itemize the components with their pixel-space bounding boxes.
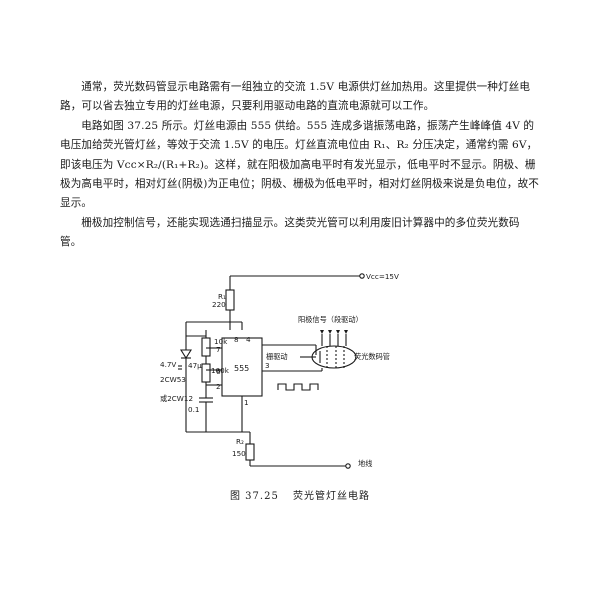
- anode-signal-label: 阳极信号（段驱动）: [298, 315, 363, 324]
- cap-01-label: 0.1: [188, 405, 199, 414]
- r1-name: R₁: [218, 292, 226, 301]
- pin-4: 4: [246, 335, 251, 344]
- body-text: 通常，荧光数码管显示电路需有一组独立的交流 1.5V 电源供灯丝加热用。这里提供…: [60, 78, 540, 253]
- res-10k-label: 10k: [214, 337, 228, 346]
- paragraph-3: 栅极加控制信号，还能实现选通扫描显示。这类荧光管可以利用废旧计算器中的多位荧光数…: [60, 216, 520, 249]
- pin-3: 3: [265, 361, 270, 370]
- caption-number: 图 37.25: [230, 491, 279, 502]
- zener-voltage-label: 4.7V: [160, 360, 176, 369]
- figure-caption: 图 37.25 荧光管灯丝电路: [0, 487, 600, 502]
- ic-label: 555: [234, 364, 249, 373]
- res-100k-label: 100k: [211, 366, 230, 375]
- zener-part-label: 2CW53: [160, 375, 186, 384]
- paragraph-2: 电路如图 37.25 所示。灯丝电源由 555 供给。555 连成多谐振荡电路，…: [60, 119, 539, 210]
- r2-value: 150: [232, 449, 246, 458]
- pin-2: 2: [216, 382, 221, 391]
- tube-label: 荧光数码管: [354, 352, 390, 361]
- vcc-label: Vcc=15V: [366, 272, 399, 281]
- cap-47u-label: 47μ: [188, 361, 202, 370]
- ground-label: 地线: [358, 459, 372, 468]
- pin-1: 1: [244, 398, 249, 407]
- grid-drive-label: 栅驱动: [266, 352, 288, 361]
- caption-title: 荧光管灯丝电路: [293, 491, 370, 502]
- r1-value: 220: [212, 300, 226, 309]
- zener-alt-label: 或2CW12: [160, 394, 193, 403]
- pin-6: 6: [216, 367, 221, 376]
- pin-8: 8: [234, 335, 239, 344]
- paragraph-1: 通常，荧光数码管显示电路需有一组独立的交流 1.5V 电源供灯丝加热用。这里提供…: [60, 81, 531, 113]
- pin-7: 7: [216, 345, 221, 354]
- r2-name: R₂: [236, 437, 244, 446]
